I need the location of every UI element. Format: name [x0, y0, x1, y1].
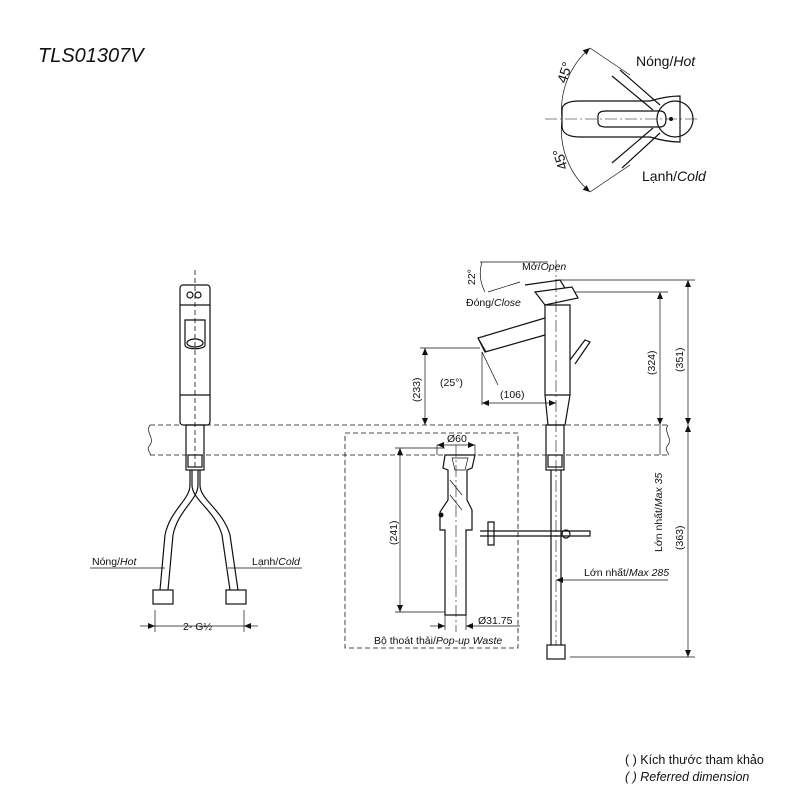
total-height: (351)	[674, 347, 686, 372]
hot-label-en: Hot	[673, 53, 696, 69]
hot-label-vi: Nóng/	[636, 53, 673, 69]
open-en: Open	[541, 261, 567, 273]
handle-top-view: 45° 45° Nóng/Hot Lạnh/Cold	[545, 47, 707, 193]
max-reach-vi: Lớn nhất/	[584, 567, 629, 579]
faucet-front-view: 2- G½ Nóng/Hot Lạnh/Cold	[90, 270, 302, 633]
popup-waste: Ø60 (241) Ø31.75 Bộ thoát thải/Pop-up Wa…	[344, 432, 520, 649]
spout-height: (233)	[411, 377, 423, 402]
svg-text:Bộ thoát thải/Pop-up Waste: Bộ thoát thải/Pop-up Waste	[374, 635, 502, 647]
spout-reach: (106)	[500, 389, 525, 401]
svg-text:Đóng/Close: Đóng/Close	[466, 297, 521, 309]
waste-top-diameter: Ø60	[447, 433, 467, 445]
svg-text:Lạnh/Cold: Lạnh/Cold	[252, 556, 301, 568]
angle-hot: 45°	[554, 60, 576, 85]
max-thickness-vi: Lớn nhất/	[653, 507, 665, 552]
front-cold-en: Cold	[278, 556, 301, 568]
max-thickness-en: Max 35	[653, 473, 665, 508]
svg-text:Nóng/Hot: Nóng/Hot	[92, 556, 137, 568]
waste-label-en: Pop-up Waste	[436, 635, 503, 647]
close-en: Close	[494, 297, 521, 309]
handle-height: (324)	[646, 350, 658, 375]
countertop	[147, 424, 670, 456]
front-hot-vi: Nóng/	[92, 556, 120, 568]
legend-line-en: ( ) Referred dimension	[625, 770, 749, 784]
below-counter-length: (363)	[674, 525, 686, 550]
front-hot-en: Hot	[120, 556, 137, 568]
legend-line-vi: ( ) Kích thước tham khảo	[625, 753, 764, 767]
spout-angle: (25°)	[440, 377, 463, 389]
max-reach-en: Max 285	[629, 567, 669, 579]
cold-label-en: Cold	[677, 168, 707, 184]
svg-text:Nóng/Hot: Nóng/Hot	[636, 53, 696, 69]
svg-text:Lớn nhất/Max 285: Lớn nhất/Max 285	[584, 567, 669, 579]
model-code: TLS01307V	[38, 45, 145, 67]
svg-text:Lớn nhất/Max 35: Lớn nhất/Max 35	[653, 473, 665, 552]
svg-text:Mở/Open: Mở/Open	[522, 261, 566, 273]
waste-depth: (241)	[388, 520, 400, 545]
svg-text:Lạnh/Cold: Lạnh/Cold	[642, 168, 707, 184]
lever-angle: 22°	[466, 269, 478, 285]
close-vi: Đóng/	[466, 297, 494, 309]
angle-cold: 45°	[549, 147, 571, 172]
dimension-legend: ( ) Kích thước tham khảo ( ) Referred di…	[625, 753, 764, 784]
front-cold-vi: Lạnh/	[252, 556, 278, 568]
waste-pipe-diameter: Ø31.75	[478, 615, 513, 627]
cold-label-vi: Lạnh/	[642, 168, 677, 184]
waste-label-vi: Bộ thoát thải/	[374, 635, 436, 647]
thread-size: 2- G½	[183, 621, 212, 633]
faucet-side-view: 22° Mở/Open Đóng/Close (25°) (106) (233)…	[411, 260, 695, 660]
open-vi: Mở/	[522, 261, 541, 273]
